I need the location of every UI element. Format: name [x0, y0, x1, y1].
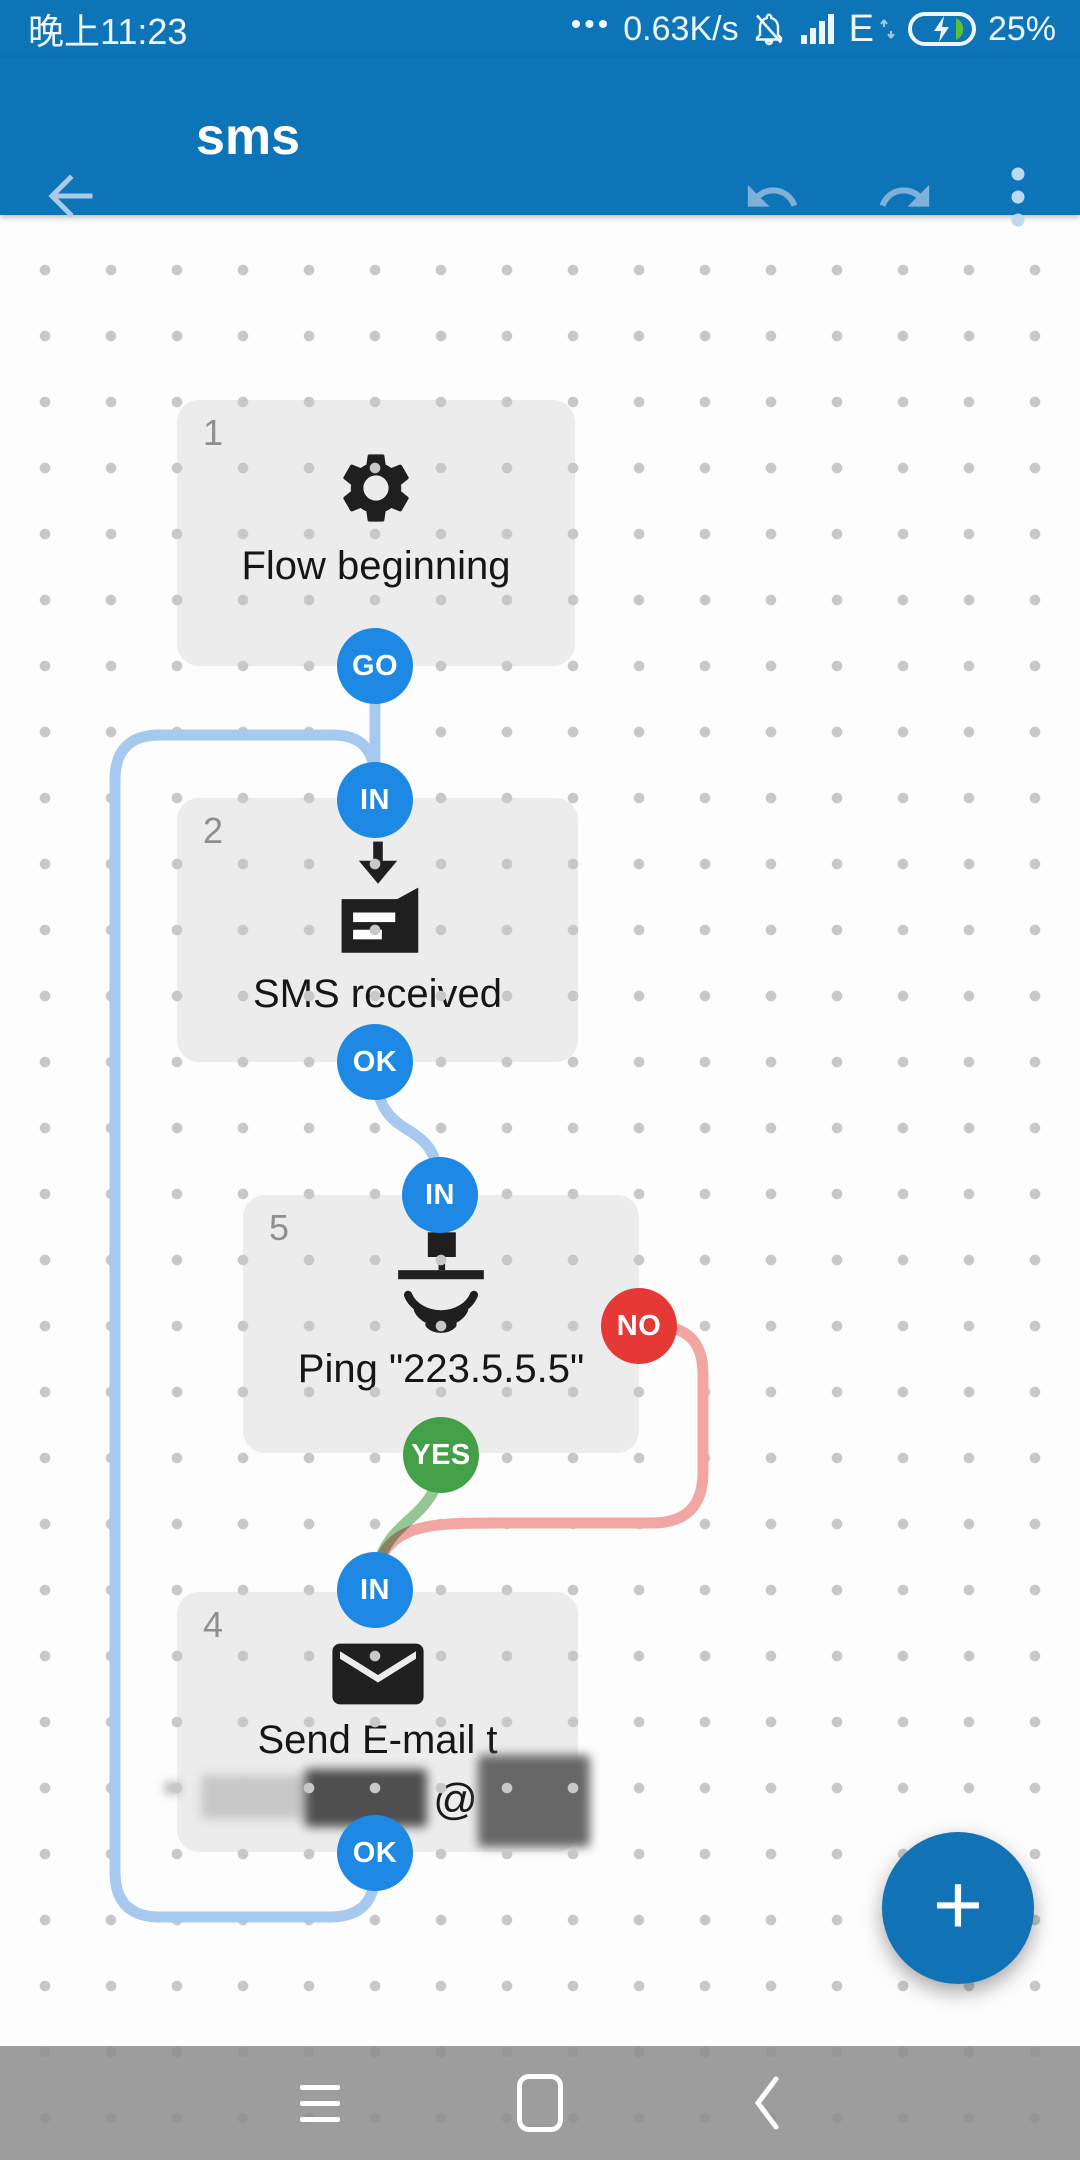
data-arrows-icon [880, 19, 895, 39]
more-notifications-icon: ••• [570, 8, 612, 41]
block-number: 1 [203, 412, 224, 453]
at-sign: @ [433, 1775, 478, 1824]
network-speed: 0.63K/s [623, 9, 739, 48]
home-icon [517, 2074, 563, 2132]
back-button[interactable] [44, 170, 96, 222]
network-type: E [848, 7, 874, 50]
battery-percent: 25% [987, 9, 1056, 48]
port-in-sms[interactable]: IN [337, 762, 413, 838]
sms-received-icon [341, 841, 418, 953]
overflow-menu-button[interactable] [994, 162, 1042, 232]
block-number: 2 [203, 810, 224, 851]
block-label: Flow beginning [241, 544, 511, 588]
redo-button[interactable] [876, 168, 934, 226]
port-go[interactable]: GO [337, 628, 413, 704]
port-in-ping[interactable]: IN [402, 1157, 478, 1233]
port-no[interactable]: NO [601, 1288, 677, 1364]
block-ping[interactable]: 5 Ping "223.5.5.5" [243, 1195, 639, 1453]
port-in-email[interactable]: IN [337, 1552, 413, 1628]
app-bar: sms [0, 58, 1080, 227]
back-chevron-icon [754, 2076, 779, 2130]
signal-bars-icon [800, 14, 834, 44]
block-number: 5 [269, 1207, 290, 1248]
status-time: 晚上11:23 [28, 11, 188, 52]
envelope-icon [331, 1643, 424, 1705]
status-bar: 晚上11:23 ••• 0.63K/s E 25% [0, 0, 1080, 58]
menu-icon [300, 2084, 340, 2122]
recents-menu-button[interactable] [260, 2046, 380, 2160]
status-icons: ••• 0.63K/s E 25% [571, 8, 1056, 51]
block-flow-beginning[interactable]: 1 Flow beginning [177, 400, 575, 666]
gear-icon [343, 454, 409, 522]
port-ok-sms[interactable]: OK [337, 1024, 413, 1100]
port-yes[interactable]: YES [403, 1417, 479, 1493]
add-block-fab[interactable]: + [882, 1832, 1034, 1984]
page-title: sms [196, 107, 301, 166]
nav-back-button[interactable] [706, 2046, 826, 2160]
battery-charging-icon [907, 12, 976, 46]
port-ok-email[interactable]: OK [337, 1815, 413, 1891]
undo-button[interactable] [743, 168, 801, 226]
block-number: 4 [203, 1604, 224, 1645]
block-label: Ping "223.5.5.5" [297, 1347, 585, 1391]
plus-icon: + [932, 1857, 984, 1953]
block-label: Send E-mail t [257, 1718, 498, 1762]
muted-bell-icon [755, 13, 782, 46]
block-label: SMS received [253, 972, 502, 1016]
ping-icon [398, 1232, 484, 1333]
navigation-bar [0, 2046, 1080, 2160]
home-button[interactable] [480, 2046, 600, 2160]
block-send-email[interactable]: 4 Send E-mail t @ [165, 1592, 590, 1852]
